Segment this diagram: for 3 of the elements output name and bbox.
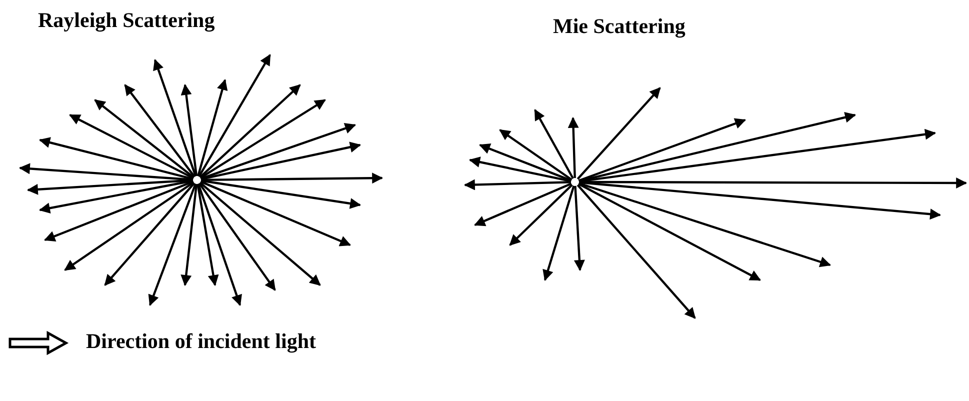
diagram-heading: Rayleigh Scattering — [38, 8, 215, 33]
legend-text: Direction of incident light — [86, 329, 316, 354]
diagram-heading: Mie Scattering — [553, 14, 686, 39]
